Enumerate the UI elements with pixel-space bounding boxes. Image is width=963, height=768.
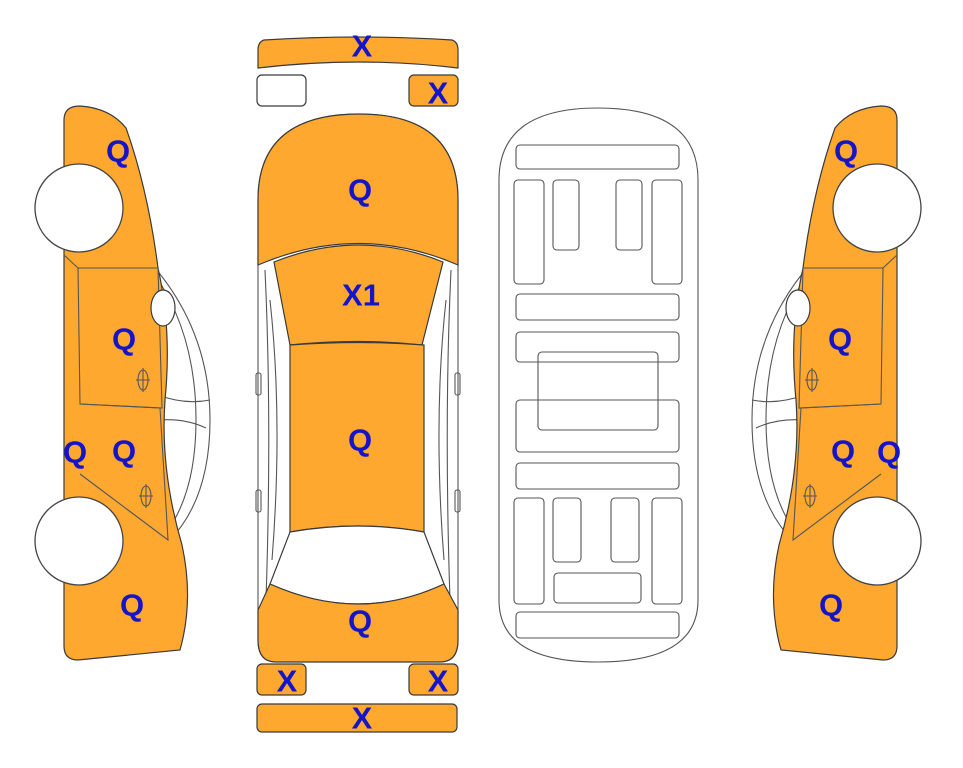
right-front-fender-mark: Q bbox=[834, 134, 858, 169]
front-right-lamp-part[interactable] bbox=[408, 74, 459, 107]
roof-mark: Q bbox=[348, 423, 372, 458]
left-front-door-mark: Q bbox=[112, 322, 136, 357]
front-left-lamp-part[interactable] bbox=[256, 74, 307, 107]
top-view bbox=[255, 36, 461, 733]
underbody-view bbox=[498, 107, 699, 663]
front-bumper-part[interactable] bbox=[257, 36, 459, 69]
right-side-view bbox=[751, 105, 922, 661]
rear-bumper-mark: X bbox=[352, 701, 373, 736]
rear-left-lamp-part[interactable] bbox=[256, 663, 307, 696]
hood-part[interactable] bbox=[257, 113, 459, 266]
windshield-mark: X1 bbox=[342, 278, 380, 313]
windshield-part[interactable] bbox=[273, 244, 444, 346]
rear-bumper-part[interactable] bbox=[256, 703, 458, 733]
right-rear-door-mark: Q bbox=[831, 434, 855, 469]
trunk-mark: Q bbox=[348, 604, 372, 639]
left-rear-door-mark: Q bbox=[112, 434, 136, 469]
right-front-door-mark: Q bbox=[828, 322, 852, 357]
left-rear-wheel bbox=[34, 496, 124, 586]
rear-right-lamp-part[interactable] bbox=[408, 663, 459, 696]
left-front-fender-mark: Q bbox=[106, 134, 130, 169]
left-side-view bbox=[34, 105, 211, 661]
front-right-lamp-mark: X bbox=[428, 76, 449, 111]
right-front-wheel bbox=[832, 163, 922, 253]
rear-right-lamp-mark: X bbox=[428, 664, 449, 699]
left-rocker-mark: Q bbox=[63, 435, 87, 470]
trunk-part[interactable] bbox=[257, 583, 459, 663]
left-front-wheel bbox=[34, 163, 124, 253]
front-bumper-mark: X bbox=[352, 29, 373, 64]
right-rear-wheel bbox=[832, 496, 922, 586]
rear-window-part[interactable] bbox=[269, 525, 445, 605]
damage-marks: X X Q X1 Q Q X X X Q Q Q Q Q Q Q Q Q Q bbox=[63, 29, 901, 736]
right-rear-quarter-mark: Q bbox=[819, 588, 843, 623]
left-rear-quarter-mark: Q bbox=[120, 588, 144, 623]
rear-left-lamp-mark: X bbox=[277, 664, 298, 699]
right-rocker-mark: Q bbox=[877, 435, 901, 470]
hood-mark: Q bbox=[348, 173, 372, 208]
